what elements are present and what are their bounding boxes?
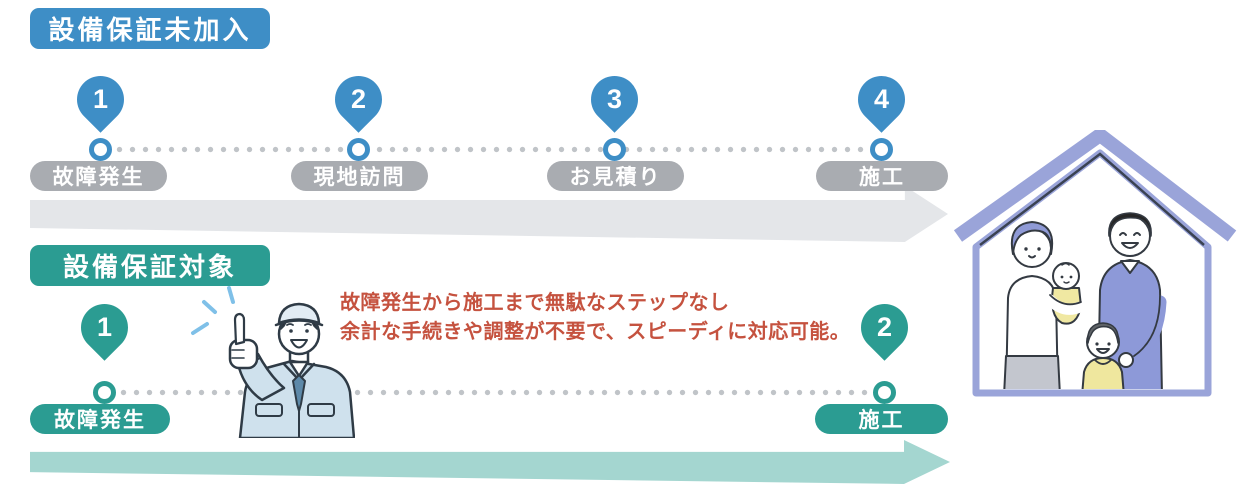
step-label-site-visit: 現地訪問	[291, 161, 428, 191]
callout-line-1: 故障発生から施工まで無駄なステップなし	[340, 292, 730, 314]
timeline-dot-marker	[92, 380, 116, 404]
step-pin-1: 1	[70, 294, 138, 361]
plan-title-uninsured: 設備保証未加入	[30, 8, 270, 49]
callout-line-2: 余計な手続きや調整が不要で、スピーディに対応可能。	[340, 321, 851, 343]
timeline-dot-marker	[872, 380, 896, 404]
step-number: 3	[606, 84, 622, 114]
step-pin-3: 3	[580, 66, 648, 133]
plan-title-covered: 設備保証対象	[30, 245, 270, 286]
family-house-icon	[953, 130, 1237, 397]
flow-arrow-covered	[30, 440, 950, 484]
timeline-dot-marker	[869, 137, 893, 161]
step-number: 4	[873, 84, 889, 114]
step-label-construction: 施工	[815, 404, 948, 434]
step-pin-2: 2	[850, 294, 918, 361]
step-number: 2	[350, 84, 366, 114]
step-label-failure: 故障発生	[30, 161, 167, 191]
timeline-dotted-line-covered	[104, 388, 884, 396]
timeline-dot-marker	[88, 137, 112, 161]
step-number: 2	[876, 312, 892, 342]
step-number: 1	[92, 84, 108, 114]
step-pin-4: 4	[847, 66, 915, 133]
step-label-estimate: お見積り	[547, 161, 684, 191]
step-label-construction: 施工	[816, 161, 948, 191]
timeline-dot-marker	[346, 137, 370, 161]
step-number: 1	[96, 312, 112, 342]
timeline-dot-marker	[602, 137, 626, 161]
flow-arrow-uninsured	[30, 186, 948, 242]
step-label-failure: 故障発生	[30, 404, 170, 434]
timeline-dotted-line-uninsured	[100, 145, 881, 153]
callout-text: 故障発生から施工まで無駄なステップなし 余計な手続きや調整が不要で、スピーディに…	[340, 289, 850, 347]
pointing-worker-icon	[191, 286, 355, 438]
step-pin-1: 1	[66, 66, 134, 133]
step-pin-2: 2	[324, 66, 392, 133]
